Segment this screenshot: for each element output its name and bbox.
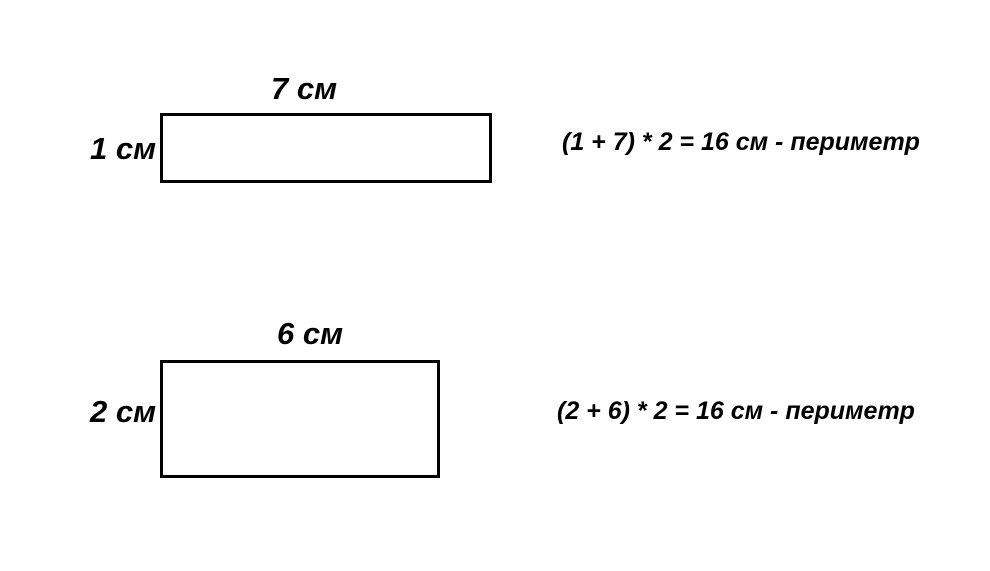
rect-2-height-label: 2 см: [89, 394, 156, 429]
rect-1-height-label: 1 см: [89, 131, 156, 166]
rect-1-perimeter-formula: (1 + 7) * 2 = 16 см - периметр: [562, 128, 920, 156]
rect-2-width-label: 6 см: [277, 316, 344, 351]
rect-2-perimeter-formula: (2 + 6) * 2 = 16 см - периметр: [557, 397, 915, 425]
rect-1-width-label: 7 см: [271, 71, 338, 106]
rect-2-shape: [160, 360, 440, 478]
rect-1-shape: [160, 113, 492, 183]
